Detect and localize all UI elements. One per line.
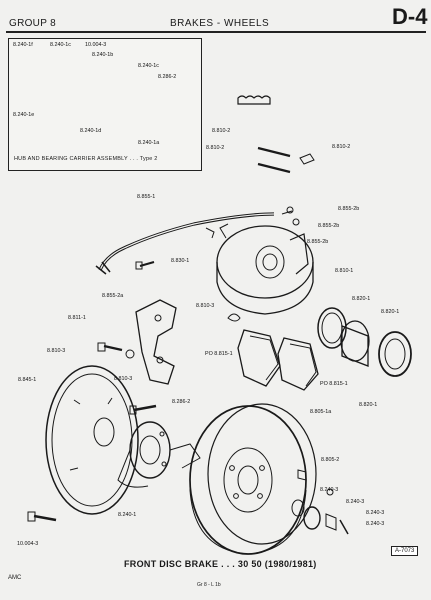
part-label: 8.240-1a xyxy=(138,140,160,146)
footer-brand: AMC xyxy=(8,575,22,581)
part-label: 8.240-1e xyxy=(13,112,35,118)
part-label: 8.240-1c xyxy=(138,63,159,69)
part-label: 8.820-1 xyxy=(359,402,378,408)
part-label: 8.240-3 xyxy=(366,521,385,527)
figure-title: FRONT DISC BRAKE . . . 30 50 (1980/1981) xyxy=(124,559,317,569)
part-label: 8.855-2b xyxy=(318,223,340,229)
part-label: 8.820-1 xyxy=(352,296,371,302)
part-label: 8.286-2 xyxy=(158,74,177,80)
part-label: PO 8.815-1 xyxy=(205,351,233,357)
part-label: 8.810-3 xyxy=(114,376,133,382)
part-label: 8.240-3 xyxy=(366,510,385,516)
part-label: 8.820-1 xyxy=(381,309,400,315)
part-label: 8.810-2 xyxy=(212,128,231,134)
part-label: 8.240-1d xyxy=(80,128,102,134)
part-label: 8.240-1c xyxy=(50,42,71,48)
part-label: PO 8.815-1 xyxy=(320,381,348,387)
part-label: 8.845-1 xyxy=(18,377,37,383)
part-label: 8.855-2b xyxy=(338,206,360,212)
inset-box xyxy=(8,38,202,171)
part-label: 8.240-1b xyxy=(92,52,114,58)
part-label: 8.810-2 xyxy=(206,145,225,151)
part-label: 8.805-1a xyxy=(310,409,332,415)
part-label: 8.810-3 xyxy=(196,303,215,309)
part-label: 8.855-1 xyxy=(137,194,156,200)
part-label: 8.810-2 xyxy=(332,144,351,150)
header-rule xyxy=(6,31,426,33)
part-label: 8.810-1 xyxy=(335,268,354,274)
footer-code: Gr 8 - L 1b xyxy=(197,582,221,588)
part-label: 8.805-2 xyxy=(321,457,340,463)
part-label: 10.004-3 xyxy=(85,42,107,48)
inset-caption: HUB AND BEARING CARRIER ASSEMBLY . . . T… xyxy=(14,156,158,162)
part-label: 8.240-3 xyxy=(346,499,365,505)
group-heading: GROUP 8 xyxy=(9,18,56,29)
section-title: BRAKES - WHEELS xyxy=(170,18,270,29)
figure-reference: A-7073 xyxy=(391,546,419,556)
part-label: 8.286-2 xyxy=(172,399,191,405)
page-number: D-4 xyxy=(392,4,428,29)
part-label: 8.240-3 xyxy=(320,487,339,493)
part-label: 8.855-2b xyxy=(307,239,329,245)
part-label: 8.830-1 xyxy=(171,258,190,264)
part-label: 8.811-1 xyxy=(68,315,86,321)
part-label: 10.004-3 xyxy=(17,541,39,547)
part-label: 8.855-2a xyxy=(102,293,124,299)
part-label: 8.810-3 xyxy=(47,348,66,354)
part-label: 8.240-1 xyxy=(118,512,137,518)
part-label: 8.240-1f xyxy=(13,42,33,48)
